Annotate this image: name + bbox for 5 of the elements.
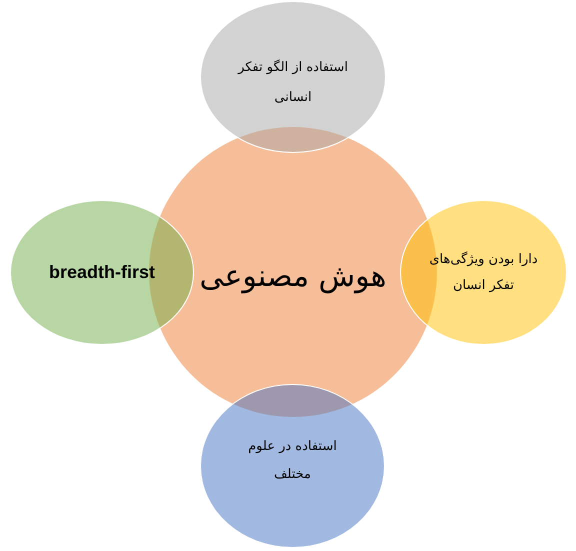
topic-label: استفاده در علوم مختلف [247,438,338,484]
topic-label: breadth-first [48,261,156,283]
topic-label: دارا بودن ویژگی‌های تفکر انسان [428,250,539,294]
topic-label: استفاده از الگو تفکر انسانی [236,58,349,107]
central-label: هوش مصنوعی [198,258,388,296]
